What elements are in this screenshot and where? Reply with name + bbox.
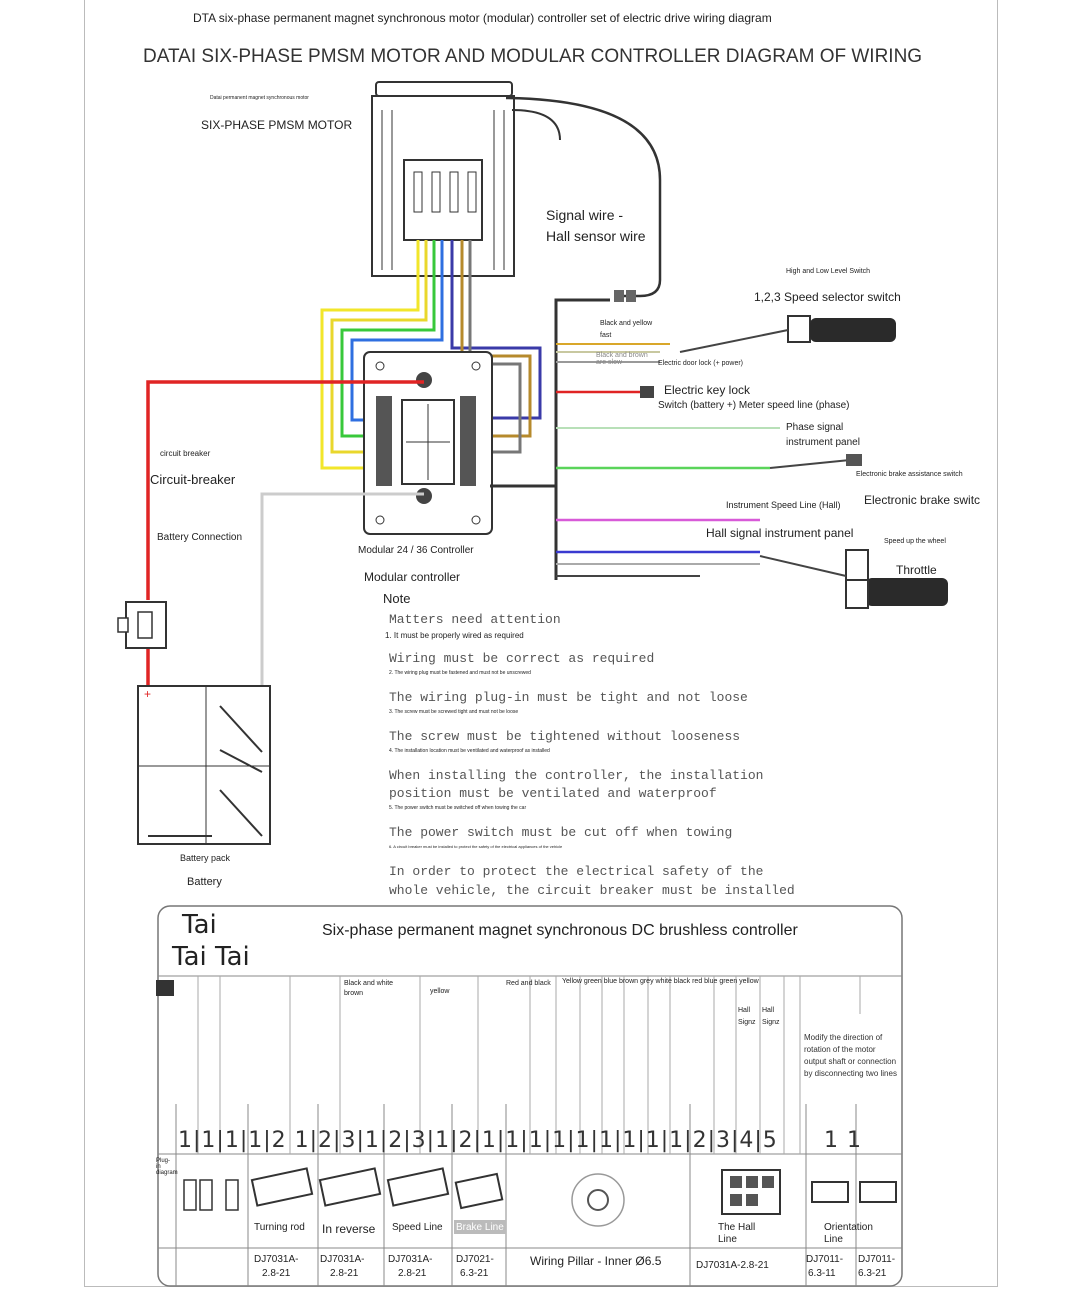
- pin-numbers: 1|1|1|1|2 1|2|3|1|2|3|1|2|1|1|1|1|1|1|1|…: [178, 1128, 778, 1153]
- door-lock-label: Electric door lock (+ power): [658, 360, 744, 367]
- motor-label: SIX-PHASE PMSM MOTOR: [201, 118, 353, 132]
- black-brown-label: Black and brown are slow: [596, 352, 648, 366]
- part-1b: 2.8-21: [262, 1268, 291, 1279]
- part-3: DJ7031A-: [388, 1254, 433, 1265]
- hdr-colors: Yellow green blue brown grey white black…: [562, 978, 759, 985]
- speed-line-label: Speed Line: [392, 1222, 443, 1233]
- hall-panel-label: Hall signal instrument panel: [706, 526, 854, 540]
- hall-sensor-label: Hall sensor wire: [546, 228, 646, 244]
- wiring-pillar-label: Wiring Pillar - Inner Ø6.5: [530, 1254, 662, 1268]
- note-big-6: In order to protect the electrical safet…: [389, 864, 764, 879]
- note-big-5: The power switch must be cut off when to…: [389, 825, 733, 840]
- hall-line-label-1: The Hall: [718, 1222, 756, 1233]
- note-small-2: 3. The screw must be screwed tight and m…: [389, 709, 519, 715]
- table-title: Six-phase permanent magnet synchronous D…: [322, 922, 798, 939]
- note-small-5: 6. A circuit breaker must be installed t…: [389, 844, 563, 849]
- part-7: DJ7011-: [858, 1254, 896, 1265]
- hall-2: Hall: [762, 1007, 775, 1014]
- table-grid: [156, 905, 903, 1287]
- battery-pack-label: Battery pack: [180, 853, 231, 863]
- hdr-yellow: yellow: [430, 988, 450, 995]
- hall-line-label-2: Line: [718, 1234, 737, 1245]
- part-4b: 6.3-21: [460, 1268, 489, 1279]
- fast-label: fast: [600, 332, 612, 339]
- part-5: DJ7031A-2.8-21: [696, 1260, 769, 1271]
- high-low-label: High and Low Level Switch: [786, 268, 871, 275]
- switch-line-label: Switch (battery +) Meter speed line (pha…: [658, 400, 850, 411]
- controller-drawing: [363, 351, 493, 535]
- note-small-4: 5. The power switch must be switched off…: [389, 805, 527, 811]
- brake-switch-label: Electronic brake switc: [864, 493, 981, 507]
- note-big-2: The wiring plug-in must be tight and not…: [389, 690, 748, 705]
- orientation-label-2: Line: [824, 1234, 843, 1245]
- orientation-label-1: Orientation: [824, 1222, 873, 1233]
- motor-drawing: [371, 81, 561, 277]
- note-title: Note: [383, 591, 411, 606]
- hdr-red-black: Red and black: [506, 980, 551, 987]
- signal-wire-label: Signal wire -: [546, 207, 624, 223]
- motor-tiny-label: Datai permanent magnet synchronous motor: [210, 95, 309, 101]
- part-6b: 6.3-11: [808, 1268, 836, 1279]
- small-title: DTA six-phase permanent magnet synchrono…: [193, 11, 772, 25]
- signz-2: Signz: [762, 1019, 780, 1026]
- battery-pack-drawing: +: [137, 685, 271, 845]
- signz-1: Signz: [738, 1019, 756, 1026]
- note-small-1: 2. The wiring plug must be fastened and …: [389, 670, 531, 676]
- part-2b: 2.8-21: [330, 1268, 359, 1279]
- plugin-diagram-label: Plug-in diagram: [156, 1158, 178, 1176]
- part-4: DJ7021-: [456, 1254, 494, 1265]
- note-big-0: Matters need attention: [389, 612, 561, 627]
- pin-tail: 1 1: [824, 1128, 862, 1153]
- battery-label: Battery: [187, 876, 222, 888]
- key-lock-label: Electric key lock: [664, 383, 751, 397]
- main-title: DATAI SIX-PHASE PMSM MOTOR AND MODULAR C…: [143, 46, 923, 67]
- brake-line-label: Brake Line: [456, 1222, 504, 1233]
- note-small-3: 4. The installation location must be ven…: [389, 748, 550, 754]
- speed-wheel-label: Speed up the wheel: [884, 538, 946, 545]
- instrument-panel-label: instrument panel: [786, 437, 860, 448]
- part-3b: 2.8-21: [398, 1268, 427, 1279]
- logo-tai: Tai: [182, 910, 217, 940]
- note-big-6b: whole vehicle, the circuit breaker must …: [389, 883, 795, 898]
- black-yellow-label: Black and yellow: [600, 320, 653, 327]
- modular-controller-label: Modular controller: [364, 570, 461, 584]
- modify-note: Modify the direction of rotation of the …: [804, 1033, 897, 1078]
- note-big-1: Wiring must be correct as required: [389, 651, 655, 666]
- hdr-black-white: Black and white: [344, 980, 394, 987]
- note-big-3: The screw must be tightened without loos…: [389, 729, 741, 744]
- brake-assist-label: Electronic brake assistance switch: [856, 471, 963, 478]
- instrument-speed-label: Instrument Speed Line (Hall): [726, 500, 841, 510]
- logo-tai-tai: Tai Tai: [172, 942, 250, 972]
- part-2: DJ7031A-: [320, 1254, 365, 1265]
- note-big-4: When installing the controller, the inst…: [389, 768, 764, 783]
- part-6: DJ7011-: [806, 1254, 844, 1265]
- part-1: DJ7031A-: [254, 1254, 299, 1265]
- circuit-breaker-small-label: circuit breaker: [160, 449, 211, 458]
- phase-signal-label: Phase signal: [786, 422, 844, 433]
- svg-text:+: +: [144, 687, 151, 701]
- hdr-brown: brown: [344, 990, 364, 997]
- part-7b: 6.3-21: [858, 1268, 887, 1279]
- battery-connection-label: Battery Connection: [157, 532, 243, 543]
- throttle-label: Throttle: [896, 563, 937, 577]
- turning-rod-label: Turning rod: [254, 1222, 305, 1233]
- speed-selector-label: 1,2,3 Speed selector switch: [754, 290, 901, 304]
- in-reverse-label: In reverse: [322, 1222, 376, 1236]
- hall-1: Hall: [738, 1007, 751, 1014]
- circuit-breaker-label: Circuit-breaker: [150, 472, 236, 487]
- controller-label: Modular 24 / 36 Controller: [358, 545, 474, 556]
- note-small-0: 1. It must be properly wired as required: [385, 631, 524, 640]
- note-big-4b: position must be ventilated and waterpro…: [389, 786, 717, 801]
